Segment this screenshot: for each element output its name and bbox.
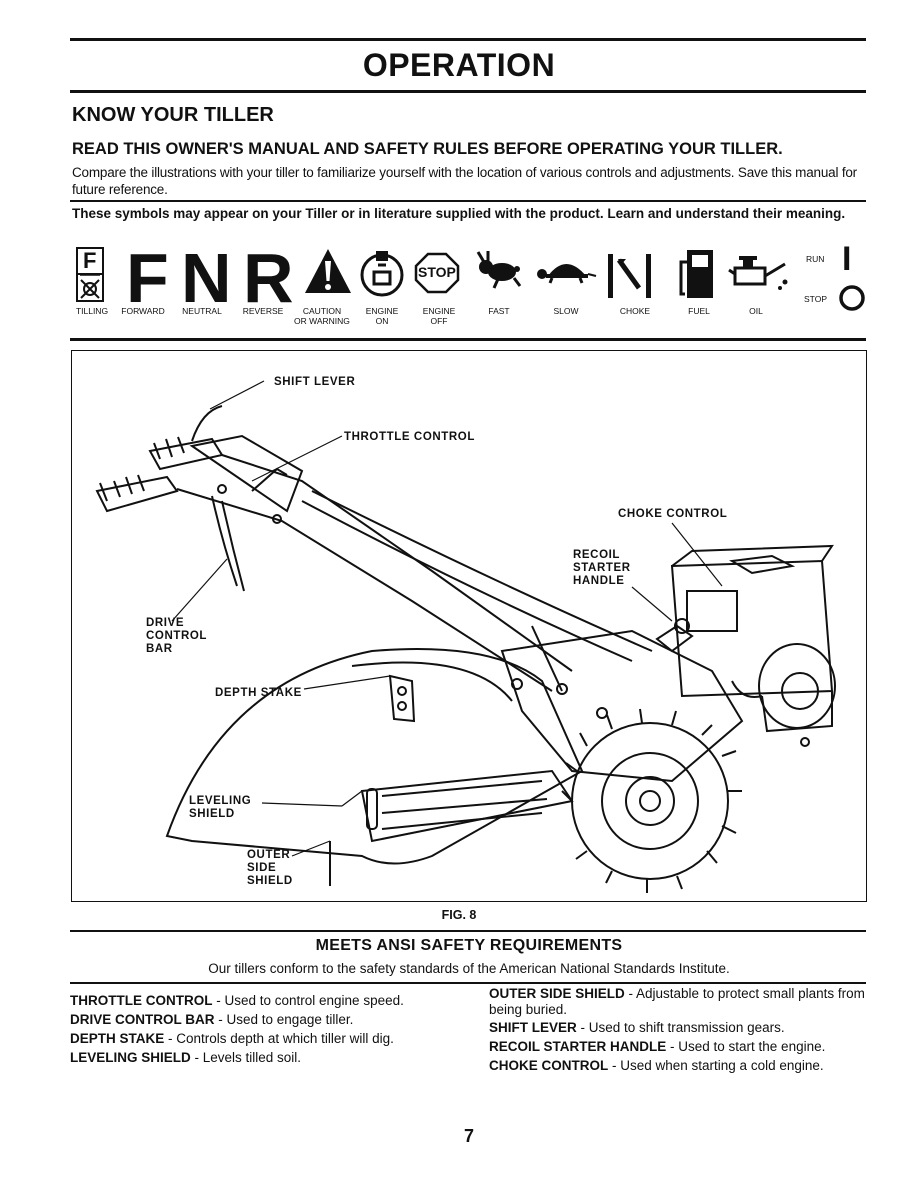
label-oil: OIL bbox=[749, 306, 763, 316]
label-tilling: TILLING bbox=[75, 306, 109, 316]
run-glyph: I bbox=[842, 240, 852, 278]
label-fast: FAST bbox=[488, 306, 510, 316]
ansi-text: Our tillers conform to the safety standa… bbox=[208, 961, 730, 976]
label-engine-on-l2: ON bbox=[375, 316, 389, 326]
label-engine-off-l1: ENGINE bbox=[422, 306, 456, 316]
callout-outer-l3: SHIELD bbox=[247, 875, 293, 887]
def-term: LEVELING SHIELD bbox=[70, 1050, 191, 1065]
callout-recoil-l3: HANDLE bbox=[573, 575, 625, 587]
page-title: OPERATION bbox=[362, 47, 556, 83]
neutral-glyph: N bbox=[181, 239, 232, 317]
turtle-icon bbox=[536, 254, 598, 289]
def-term: CHOKE CONTROL bbox=[489, 1058, 609, 1073]
caution-icon bbox=[303, 247, 353, 302]
reverse-glyph: R bbox=[243, 239, 294, 317]
callout-choke-control: CHOKE CONTROL bbox=[618, 508, 728, 520]
tilling-icon: F bbox=[76, 247, 104, 303]
def-term: THROTTLE CONTROL bbox=[70, 993, 213, 1008]
stop-sign-text: STOP bbox=[418, 264, 456, 280]
callout-drive-l3: BAR bbox=[146, 643, 173, 655]
def-desc: - Used when starting a cold engine. bbox=[608, 1058, 824, 1073]
fuel-pump-icon bbox=[677, 248, 717, 305]
def-outer-side-shield: OUTER SIDE SHIELD - Adjustable to protec… bbox=[489, 986, 869, 1018]
label-reverse: REVERSE bbox=[242, 306, 284, 316]
tilling-icon-letter: F bbox=[83, 248, 97, 273]
label-choke: CHOKE bbox=[619, 306, 651, 316]
symbols-intro: These symbols may appear on your Tiller … bbox=[72, 206, 846, 221]
label-slow: SLOW bbox=[553, 306, 579, 316]
label-caution-l1: CAUTION bbox=[302, 306, 342, 316]
engine-on-icon bbox=[357, 248, 407, 303]
stop-circle-icon bbox=[838, 284, 866, 317]
intro-rule bbox=[70, 200, 866, 202]
def-desc: - Controls depth at which tiller will di… bbox=[164, 1031, 394, 1046]
label-forward: FORWARD bbox=[121, 306, 165, 316]
def-desc: - Used to shift transmission gears. bbox=[576, 1020, 785, 1035]
top-rule bbox=[70, 38, 866, 41]
def-shift-lever: SHIFT LEVER - Used to shift transmission… bbox=[489, 1020, 785, 1036]
callout-drive-l1: DRIVE bbox=[146, 617, 185, 629]
title-rule bbox=[70, 90, 866, 93]
ansi-bottom-rule bbox=[70, 982, 866, 984]
label-engine-off-l2: OFF bbox=[430, 316, 448, 326]
label-caution-l2: OR WARNING bbox=[294, 316, 350, 326]
def-throttle: THROTTLE CONTROL - Used to control engin… bbox=[70, 993, 404, 1009]
intro-text: Compare the illustrations with your till… bbox=[72, 165, 857, 197]
callout-leveling-l1: LEVELING bbox=[189, 795, 252, 807]
read-notice: READ THIS OWNER'S MANUAL AND SAFETY RULE… bbox=[72, 140, 783, 158]
def-desc: - Adjustable to protect small plants fro… bbox=[489, 986, 865, 1017]
def-choke-control: CHOKE CONTROL - Used when starting a col… bbox=[489, 1058, 824, 1074]
tiller-figure: SHIFT LEVER THROTTLE CONTROL CHOKE CONTR… bbox=[71, 350, 867, 902]
def-term: DEPTH STAKE bbox=[70, 1031, 165, 1046]
page-number: 7 bbox=[463, 1126, 474, 1146]
rabbit-icon bbox=[474, 250, 524, 295]
callout-shift-lever: SHIFT LEVER bbox=[274, 376, 356, 388]
callout-depth-stake: DEPTH STAKE bbox=[215, 687, 302, 699]
def-leveling-shield: LEVELING SHIELD - Levels tilled soil. bbox=[70, 1050, 301, 1066]
def-desc: - Used to engage tiller. bbox=[214, 1012, 354, 1027]
engine-off-icon: STOP bbox=[414, 252, 460, 299]
def-term: SHIFT LEVER bbox=[489, 1020, 577, 1035]
label-neutral: NEUTRAL bbox=[182, 306, 222, 316]
callout-leveling-l2: SHIELD bbox=[189, 808, 235, 820]
ansi-heading: MEETS ANSI SAFETY REQUIREMENTS bbox=[315, 937, 623, 954]
callout-outer-l1: OUTER bbox=[247, 849, 291, 861]
choke-icon bbox=[606, 250, 656, 305]
oil-can-icon bbox=[727, 254, 791, 297]
section-heading: KNOW YOUR TILLER bbox=[72, 104, 274, 126]
def-desc: - Used to control engine speed. bbox=[212, 993, 404, 1008]
def-desc: - Levels tilled soil. bbox=[190, 1050, 302, 1065]
callout-drive-l2: CONTROL bbox=[146, 630, 208, 642]
callout-recoil-l1: RECOIL bbox=[573, 549, 621, 561]
def-drive-control-bar: DRIVE CONTROL BAR - Used to engage tille… bbox=[70, 1012, 353, 1028]
def-term: RECOIL STARTER HANDLE bbox=[489, 1039, 667, 1054]
tiller-drawing bbox=[95, 380, 836, 893]
callout-outer-l2: SIDE bbox=[247, 862, 277, 874]
forward-glyph: F bbox=[126, 239, 169, 317]
ansi-top-rule bbox=[70, 930, 866, 932]
callout-throttle-control: THROTTLE CONTROL bbox=[344, 431, 475, 443]
def-recoil-starter-handle: RECOIL STARTER HANDLE - Used to start th… bbox=[489, 1039, 825, 1055]
run-label: RUN bbox=[806, 254, 825, 264]
label-engine-on-l1: ENGINE bbox=[365, 306, 399, 316]
def-term: OUTER SIDE SHIELD bbox=[489, 986, 625, 1001]
symbols-rule bbox=[70, 338, 866, 341]
def-depth-stake: DEPTH STAKE - Controls depth at which ti… bbox=[70, 1031, 394, 1047]
def-term: DRIVE CONTROL BAR bbox=[70, 1012, 215, 1027]
callout-recoil-l2: STARTER bbox=[573, 562, 631, 574]
def-desc: - Used to start the engine. bbox=[666, 1039, 826, 1054]
label-fuel: FUEL bbox=[688, 306, 710, 316]
stop-label: STOP bbox=[804, 294, 827, 304]
figure-caption: FIG. 8 bbox=[441, 908, 477, 922]
